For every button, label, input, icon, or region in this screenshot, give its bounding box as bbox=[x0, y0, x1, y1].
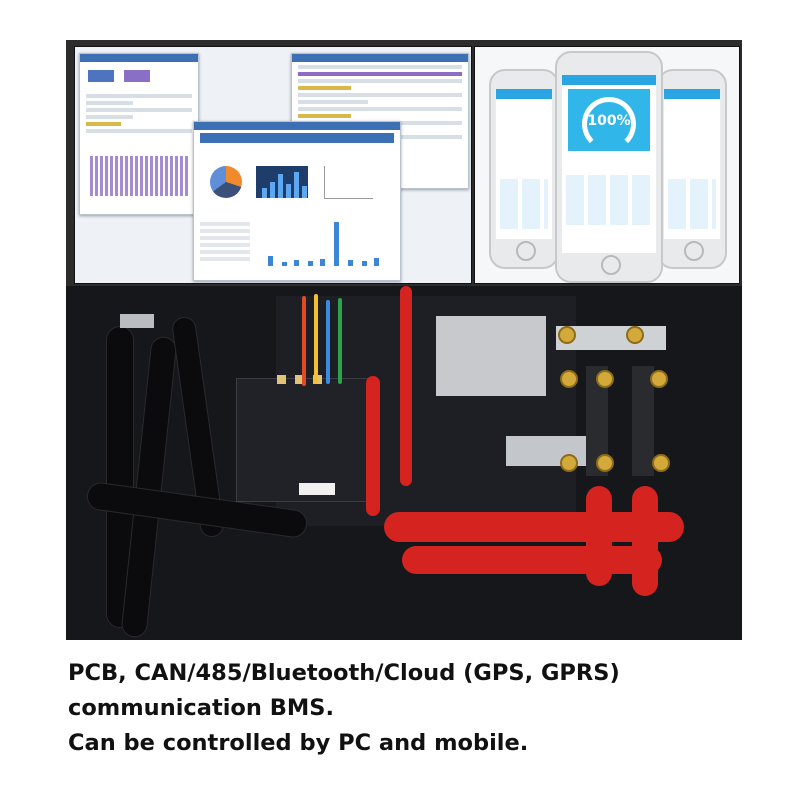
red-power-cable bbox=[366, 376, 380, 516]
pc-dashboard-window bbox=[193, 121, 401, 281]
red-power-cable bbox=[400, 286, 412, 486]
phone-center: 100% bbox=[555, 51, 663, 283]
pc-main-window bbox=[79, 53, 199, 215]
terminal-bolt bbox=[596, 454, 614, 472]
bms-label-sticker bbox=[299, 483, 335, 495]
history-bar-chart bbox=[264, 220, 384, 266]
mobile-app-screens: 100% bbox=[474, 46, 740, 284]
terminal-bolt bbox=[650, 370, 668, 388]
red-power-cable bbox=[586, 486, 612, 586]
fuse bbox=[586, 366, 608, 476]
terminal-lug bbox=[120, 314, 154, 328]
terminal-bolt bbox=[652, 454, 670, 472]
caption-line-1: PCB, CAN/485/Bluetooth/Cloud (GPS, GPRS) bbox=[68, 660, 620, 686]
terminal-bolt bbox=[558, 326, 576, 344]
signal-wires bbox=[302, 296, 306, 386]
soc-gauge-value: 100% bbox=[587, 113, 631, 129]
soc-gauge: 100% bbox=[568, 89, 650, 151]
caption-line-3: Can be controlled by PC and mobile. bbox=[68, 730, 529, 756]
line-chart bbox=[324, 166, 373, 199]
fuse bbox=[632, 366, 654, 476]
red-power-cable bbox=[402, 546, 662, 574]
cell-voltage-bars bbox=[90, 156, 190, 196]
relay-cover-plate bbox=[436, 316, 546, 396]
phone-right bbox=[657, 69, 727, 269]
bms-wiring-photo bbox=[66, 286, 742, 640]
signal-wires bbox=[326, 300, 330, 384]
bms-controller-box bbox=[236, 375, 368, 502]
terminal-bolt bbox=[596, 370, 614, 388]
terminal-bolt bbox=[560, 370, 578, 388]
terminal-bolt bbox=[626, 326, 644, 344]
software-screens-photo: 100% bbox=[66, 40, 742, 286]
copper-bus-bar bbox=[506, 436, 596, 466]
caption-line-2: communication BMS. bbox=[68, 695, 335, 721]
signal-wires bbox=[314, 294, 318, 384]
pc-monitoring-screen bbox=[74, 46, 472, 284]
signal-wires bbox=[338, 298, 342, 384]
red-power-cable bbox=[632, 486, 658, 596]
terminal-bolt bbox=[560, 454, 578, 472]
black-cable bbox=[106, 326, 134, 628]
bar-chart bbox=[256, 166, 308, 198]
caption: PCB, CAN/485/Bluetooth/Cloud (GPS, GPRS)… bbox=[68, 656, 768, 761]
pie-chart bbox=[210, 166, 242, 198]
phone-left bbox=[489, 69, 559, 269]
